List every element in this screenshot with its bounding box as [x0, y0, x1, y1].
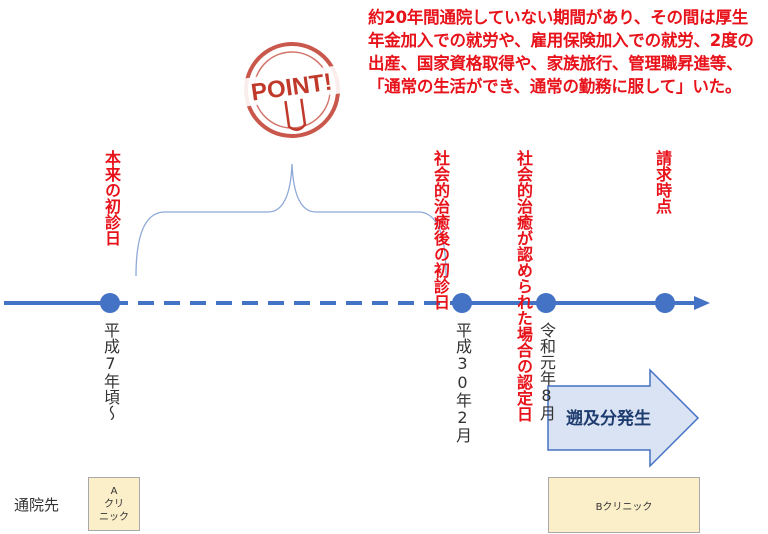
event-label-4: 請求時点	[653, 150, 672, 214]
clinic-a-box: A クリ ニック	[88, 477, 140, 531]
clinic-a-name: A クリ ニック	[99, 485, 129, 523]
stamp-text: POINT!	[250, 68, 334, 106]
clinic-b-name: Bクリニック	[595, 501, 653, 513]
timeline-arrowhead	[694, 296, 710, 310]
event-marker-2	[452, 293, 472, 313]
retroactive-arrow	[547, 368, 700, 468]
event-date-3: 令和元年8月	[537, 322, 556, 421]
event-marker-4	[655, 293, 675, 313]
point-stamp-icon: POINT!	[239, 41, 343, 138]
event-date-2: 平成30年2月	[453, 322, 472, 443]
event-date-1: 平成7年頃〜	[101, 322, 120, 421]
clinic-b-box: Bクリニック	[548, 477, 700, 533]
visit-label: 通院先	[14, 496, 60, 514]
event-label-2: 社会的治癒後の初診日	[431, 150, 450, 310]
event-marker-1	[100, 293, 120, 313]
event-label-1: 本来の初診日	[102, 150, 121, 246]
event-label-3: 社会的治癒が認められた場合の認定日	[514, 150, 533, 422]
retroactive-arrow-label: 遡及分発生	[566, 409, 651, 429]
period-brace	[135, 163, 447, 277]
event-marker-3	[536, 293, 556, 313]
explanation-note: 約20年間通院していない期間があり、その間は厚生年金加入での就労や、雇用保険加入…	[368, 8, 754, 96]
